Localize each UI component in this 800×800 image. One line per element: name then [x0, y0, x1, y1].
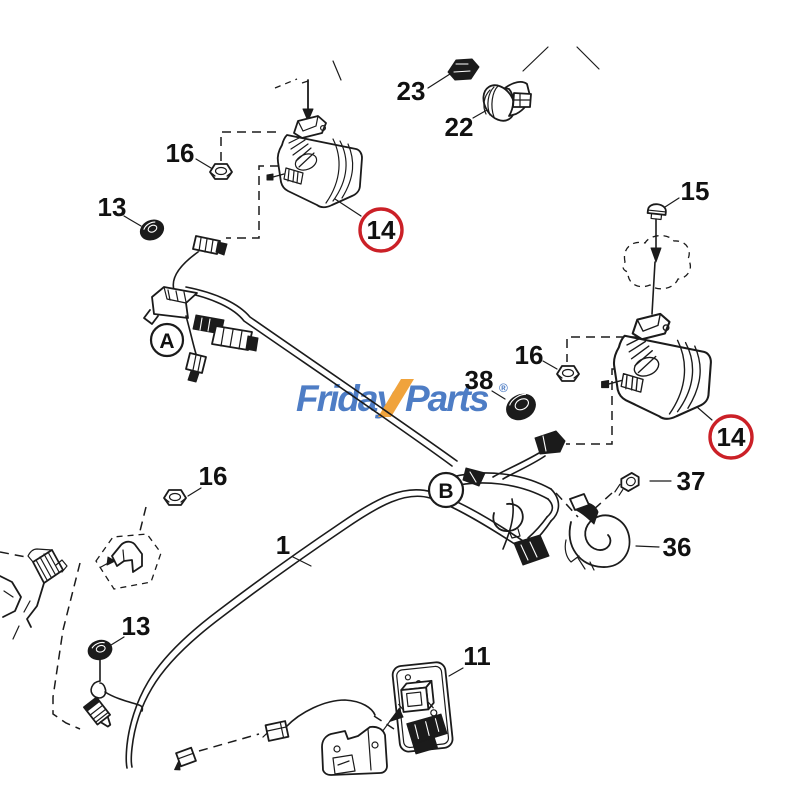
- callout-11: 11: [463, 641, 491, 671]
- callout-a-label: A: [159, 330, 174, 353]
- part-13-cap-left: [136, 215, 168, 245]
- callout-14-label-top: 14: [367, 215, 396, 245]
- part-16-nut-top: [209, 163, 233, 180]
- part-23-connector: [447, 58, 480, 81]
- callout-14-label-right: 14: [717, 422, 746, 452]
- bottom-connector-pair: [174, 699, 376, 771]
- work-light-right: [600, 312, 712, 420]
- callout-1: 1: [276, 530, 290, 560]
- part-13-grommet-bottom: [85, 637, 115, 663]
- callout-37: 37: [677, 466, 706, 496]
- brand-slash: [378, 379, 414, 417]
- callout-36: 36: [663, 532, 692, 562]
- part-16-nut-bottom: [163, 489, 187, 506]
- part-15-screw: [646, 203, 667, 315]
- callout-a-circle: [149, 322, 185, 358]
- callout-15: 15: [681, 176, 710, 206]
- callout-14-circle-top: [358, 207, 404, 253]
- brand-registered-mark: ®: [499, 381, 508, 395]
- callout-22: 22: [445, 112, 474, 142]
- harness-cable-1: [125, 488, 530, 769]
- part-36-horn: [564, 493, 631, 571]
- dashed-hexagon-clip: [95, 533, 162, 590]
- part-11-mount-plate: [382, 661, 454, 755]
- callout-leader-lines: [110, 73, 713, 677]
- callout-16-right: 16: [515, 340, 544, 370]
- pigtail-wire-bottom-left: [83, 659, 144, 728]
- part-38-grommet: [506, 393, 536, 421]
- callout-14-circle-right: [708, 414, 754, 460]
- callouts: 16 13 A 14 23 22 15 16 14 38 B 37 36 16 …: [98, 76, 754, 671]
- work-light-top: [266, 60, 363, 209]
- partial-bracket-far-left: [0, 548, 68, 640]
- callout-23: 23: [397, 76, 426, 106]
- part-37-bolt: [614, 472, 640, 496]
- callout-b-circle: [427, 471, 465, 509]
- pigtail-plug-light-top: [172, 235, 228, 291]
- bottom-bracket: [321, 725, 388, 776]
- callout-13-bottom: 13: [122, 611, 151, 641]
- harness-wire-a-to-b: [182, 286, 458, 467]
- callout-16-bottom: 16: [199, 461, 228, 491]
- brand-second-word: Parts: [405, 378, 489, 419]
- connector-cluster-b: [448, 430, 566, 566]
- callout-16-top-left: 16: [166, 138, 195, 168]
- callout-13-left: 13: [98, 192, 127, 222]
- callout-b-label: B: [438, 480, 453, 503]
- part-16-nut-right: [556, 365, 580, 382]
- part-22-plug: [482, 46, 600, 122]
- connector-cluster-a: [143, 286, 259, 383]
- callout-38: 38: [465, 365, 494, 395]
- dashed-cloud-outline: [622, 234, 692, 290]
